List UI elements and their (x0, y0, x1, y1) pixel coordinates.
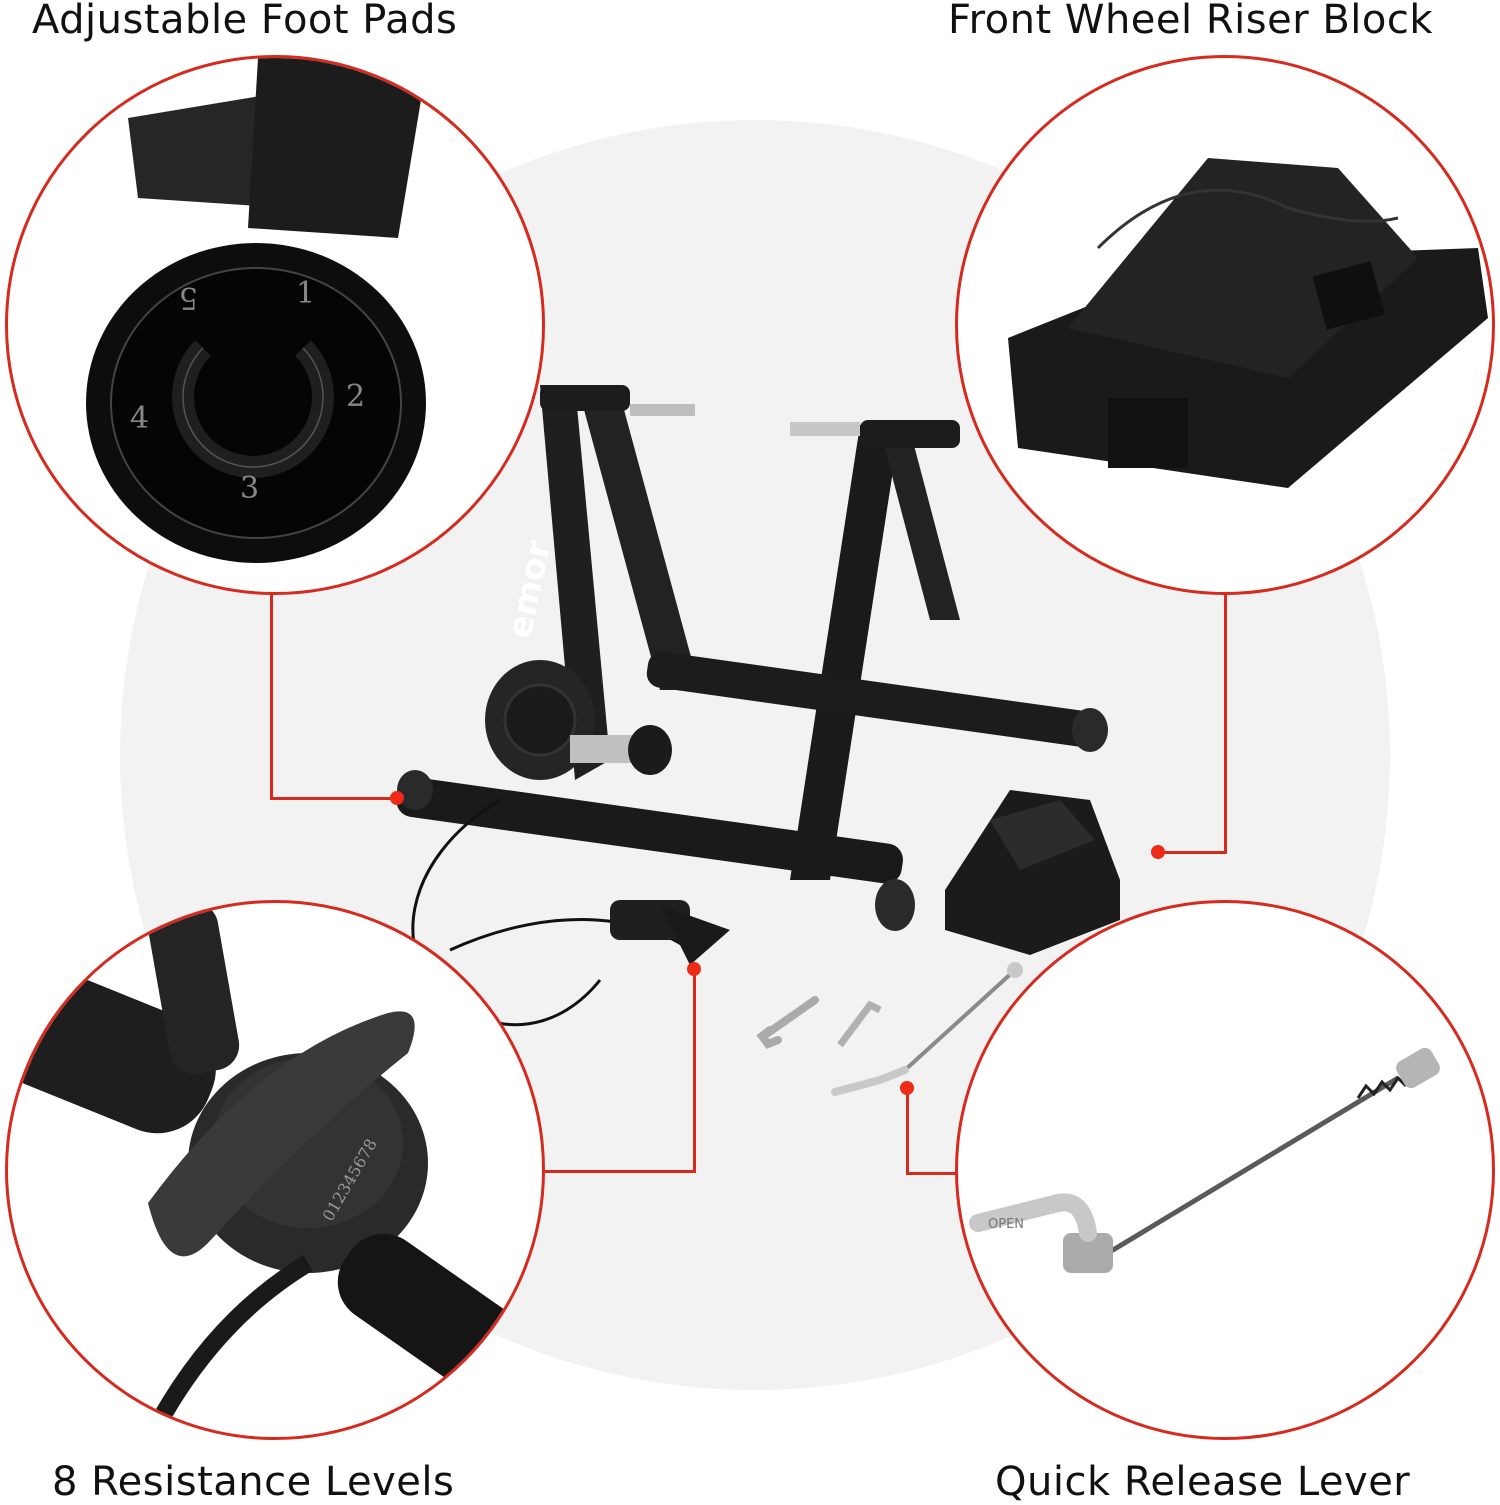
label-quick-release-lever: Quick Release Lever (995, 1459, 1411, 1505)
svg-text:OPEN: OPEN (988, 1217, 1024, 1232)
detail-circle-resistance-levels: 012345678 (5, 900, 545, 1440)
resistance-shifter-image: 012345678 (8, 903, 539, 1437)
svg-text:2: 2 (346, 379, 365, 414)
detail-circle-foot-pads: 1 2 3 4 5 (5, 55, 545, 595)
svg-text:012345678: 012345678 (318, 1135, 380, 1224)
svg-text:5: 5 (179, 280, 198, 315)
label-resistance-levels: 8 Resistance Levels (52, 1459, 455, 1505)
label-front-wheel-riser-block: Front Wheel Riser Block (948, 0, 1434, 43)
riser-block-image (1008, 158, 1488, 488)
connector-riser-horizontal (1160, 851, 1227, 854)
connector-quick-release-vertical (906, 1090, 909, 1175)
connector-foot-pads-horizontal (270, 797, 396, 800)
svg-text:emor: emor (500, 537, 560, 642)
detail-circle-quick-release: OPEN (955, 900, 1495, 1440)
svg-text:4: 4 (130, 401, 149, 436)
foot-pad-dial-image: 1 2 3 4 5 (86, 58, 428, 563)
quick-release-skewer-image: OPEN (969, 1047, 1440, 1273)
connector-dot-quick-release (900, 1081, 914, 1095)
connector-riser-vertical (1224, 594, 1227, 854)
connector-dot-resistance (687, 962, 701, 976)
connector-dot-riser (1151, 845, 1165, 859)
detail-circle-riser-block (955, 55, 1495, 595)
connector-quick-release-horizontal (906, 1172, 958, 1175)
connector-resistance-horizontal (545, 1170, 696, 1173)
connector-resistance-vertical (693, 970, 696, 1173)
svg-text:1: 1 (296, 276, 315, 311)
label-adjustable-foot-pads: Adjustable Foot Pads (32, 0, 458, 43)
bike-trainer-product-image: emor (396, 385, 1120, 1096)
connector-foot-pads-vertical (270, 592, 273, 800)
connector-dot-foot-pads (390, 791, 404, 805)
svg-text:3: 3 (240, 471, 259, 506)
